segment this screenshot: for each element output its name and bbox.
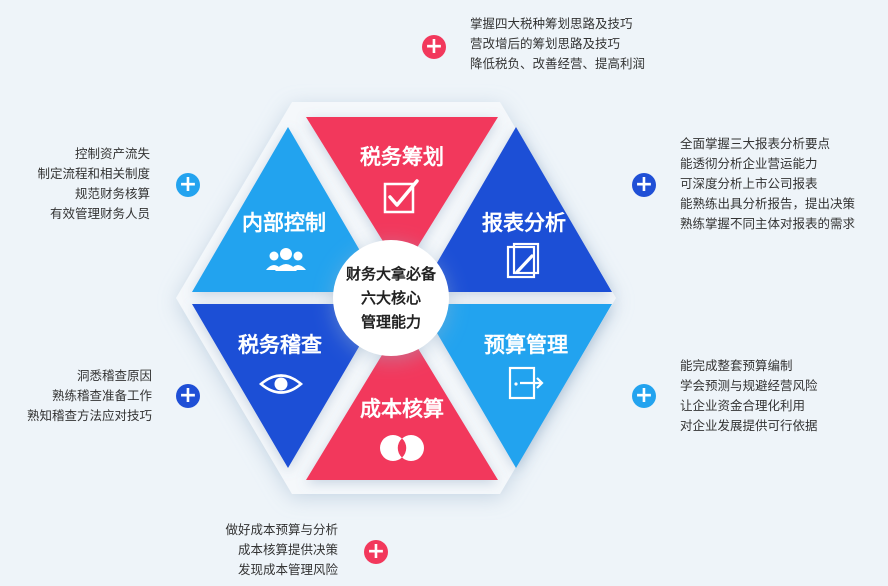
- note-line: 营改增后的筹划思路及技巧: [470, 36, 621, 51]
- door-exit-icon: [508, 366, 544, 400]
- plus-icon-tax-audit[interactable]: +: [176, 384, 200, 408]
- note-line: 成本核算提供决策: [237, 542, 338, 557]
- document-edit-icon: [506, 242, 540, 279]
- segment-internal-control-shape: [192, 127, 384, 292]
- segment-internal-control[interactable]: 内部控制: [192, 127, 384, 292]
- note-line: 能透彻分析企业营运能力: [680, 156, 818, 171]
- plus-icon-tax-planning[interactable]: +: [422, 35, 446, 59]
- notes-cost-accounting: 做好成本预算与分析 成本核算提供决策 发现成本管理风险: [225, 520, 338, 580]
- segment-internal-control-title: 内部控制: [242, 211, 326, 235]
- note-line: 控制资产流失: [74, 146, 150, 161]
- segment-tax-planning-shape: [306, 117, 498, 272]
- segment-report-analysis-title: 报表分析: [482, 211, 566, 235]
- center-line-1: 财务大拿必备: [345, 265, 436, 283]
- note-line: 熟练稽查准备工作: [51, 388, 152, 403]
- note-line: 发现成本管理风险: [237, 562, 338, 577]
- note-line: 熟练掌握不同主体对报表的需求: [680, 216, 856, 231]
- note-line: 对企业发展提供可行依据: [680, 418, 818, 433]
- segment-cost-accounting[interactable]: 成本核算: [306, 322, 498, 480]
- center-line-3: 管理能力: [360, 313, 421, 331]
- segment-tax-audit[interactable]: 税务稽查: [192, 304, 384, 468]
- center-hub-label: 财务大拿必备 六大核心 管理能力: [334, 246, 448, 350]
- note-line: 制定流程和相关制度: [37, 166, 150, 181]
- segment-tax-audit-shape: [192, 304, 384, 468]
- segment-report-analysis[interactable]: 报表分析: [420, 127, 612, 292]
- segment-tax-planning-title: 税务筹划: [360, 145, 444, 169]
- checkbox-icon: [383, 179, 419, 214]
- plus-icon-cost-accounting[interactable]: +: [364, 540, 388, 564]
- eye-icon: [258, 374, 304, 394]
- notes-report-analysis: 全面掌握三大报表分析要点 能透彻分析企业营运能力 可深度分析上市公司报表 能熟练…: [680, 134, 855, 234]
- segment-budget-management[interactable]: 预算管理: [420, 304, 612, 468]
- segment-budget-management-title: 预算管理: [484, 333, 568, 357]
- note-line: 让企业资金合理化利用: [680, 398, 806, 413]
- note-line: 有效管理财务人员: [49, 206, 150, 221]
- note-line: 降低税负、改善经营、提高利润: [470, 56, 646, 71]
- note-line: 可深度分析上市公司报表: [680, 176, 818, 191]
- center-hub: [333, 240, 449, 356]
- plus-icon-report-analysis[interactable]: +: [632, 173, 656, 197]
- note-line: 做好成本预算与分析: [225, 522, 338, 537]
- segment-cost-accounting-title: 成本核算: [360, 397, 444, 421]
- note-line: 能熟练出具分析报告，提出决策: [680, 196, 856, 211]
- notes-budget-management: 能完成整套预算编制 学会预测与规避经营风险 让企业资金合理化利用 对企业发展提供…: [680, 356, 818, 436]
- note-line: 能完成整套预算编制: [680, 358, 793, 373]
- segment-tax-audit-title: 税务稽查: [238, 333, 322, 357]
- notes-internal-control: 控制资产流失 制定流程和相关制度 规范财务核算 有效管理财务人员: [37, 144, 150, 224]
- segment-tax-planning[interactable]: 税务筹划: [306, 117, 498, 272]
- note-line: 学会预测与规避经营风险: [680, 378, 818, 393]
- overlap-circles-icon: [380, 435, 424, 461]
- plus-icon-internal-control[interactable]: +: [176, 173, 200, 197]
- center-line-2: 六大核心: [360, 289, 421, 307]
- segment-report-analysis-shape: [420, 127, 612, 292]
- users-icon: [266, 248, 306, 271]
- note-line: 掌握四大税种筹划思路及技巧: [470, 16, 633, 31]
- notes-tax-audit: 洞悉稽查原因 熟练稽查准备工作 熟知稽查方法应对技巧: [27, 366, 152, 426]
- segment-budget-management-shape: [420, 304, 612, 468]
- plus-icon-budget-management[interactable]: +: [632, 384, 656, 408]
- note-line: 熟知稽查方法应对技巧: [26, 408, 152, 423]
- notes-tax-planning: 掌握四大税种筹划思路及技巧 营改增后的筹划思路及技巧 降低税负、改善经营、提高利…: [470, 14, 645, 74]
- note-line: 洞悉稽查原因: [76, 368, 152, 383]
- note-line: 规范财务核算: [74, 186, 150, 201]
- note-line: 全面掌握三大报表分析要点: [680, 136, 831, 151]
- segment-cost-accounting-shape: [306, 322, 498, 480]
